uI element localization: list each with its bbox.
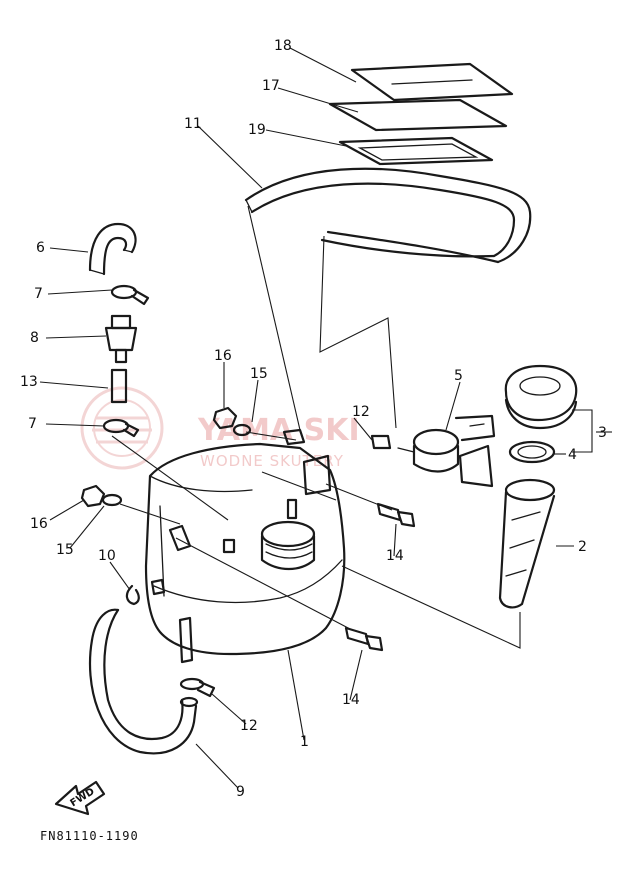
part-washer-15-upper	[232, 423, 252, 437]
callout-4: 4	[568, 447, 577, 463]
callout-2: 2	[578, 539, 587, 555]
part-hose-6	[88, 222, 137, 276]
part-gasket-4	[508, 440, 556, 464]
callout-7-lower: 7	[28, 416, 37, 432]
callout-14-upper: 14	[386, 548, 404, 564]
callout-17: 17	[262, 78, 280, 94]
part-pipe-13	[110, 368, 128, 404]
part-clip-12-lower	[179, 677, 216, 698]
callout-leaders	[39, 47, 612, 789]
callout-16-upper: 16	[214, 348, 232, 364]
callout-14-lower: 14	[342, 692, 360, 708]
callout-7-upper: 7	[34, 286, 43, 302]
part-bolt-14-lower	[344, 626, 384, 652]
watermark-logo	[80, 386, 164, 470]
part-clip-12-upper	[282, 428, 392, 450]
part-fitting-8	[104, 314, 138, 364]
part-pad-19	[338, 136, 494, 166]
callout-5: 5	[454, 368, 463, 384]
part-bolt-14-upper	[376, 502, 416, 528]
watermark-tagline: WODNE SKUTERY	[200, 452, 344, 470]
callout-15-lower: 15	[56, 542, 74, 558]
callout-13: 13	[20, 374, 38, 390]
callout-9: 9	[236, 784, 245, 800]
fwd-arrow-icon: FWD	[54, 780, 106, 816]
figure-code: FN81110-1190	[40, 829, 139, 843]
part-tank-1	[144, 442, 346, 664]
part-pad-18	[350, 62, 514, 102]
part-band-11	[244, 167, 532, 431]
part-washer-15-lower	[101, 493, 123, 507]
part-clip-10	[125, 584, 140, 606]
callout-10: 10	[98, 548, 116, 564]
part-pad-17	[328, 98, 508, 132]
callout-3: 3	[598, 425, 607, 441]
callouts: 18 17 19 11 6 7 8 13 7 16 15 12 5 3 4 2 …	[20, 38, 607, 800]
part-nut-16-lower	[80, 484, 106, 508]
part-hose-9	[88, 608, 199, 755]
callout-8: 8	[30, 330, 39, 346]
part-neck-5	[397, 414, 496, 488]
part-nut-16-upper	[212, 406, 238, 430]
watermark: YAMA SKI WODNE SKUTERY	[80, 386, 360, 470]
watermark-brand: YAMA SKI	[197, 413, 360, 448]
callout-11: 11	[184, 116, 202, 132]
part-clip-7-lower	[102, 418, 140, 438]
callout-15-upper: 15	[250, 366, 268, 382]
part-cap-3	[504, 364, 578, 430]
part-clip-7-upper	[110, 284, 150, 306]
callout-1: 1	[300, 734, 309, 750]
callout-19: 19	[248, 122, 266, 138]
callout-18: 18	[274, 38, 292, 54]
part-filler-hose-2	[498, 478, 556, 609]
callout-12-upper: 12	[352, 404, 370, 420]
callout-16-lower: 16	[30, 516, 48, 532]
callout-6: 6	[36, 240, 45, 256]
callout-12-lower: 12	[240, 718, 258, 734]
